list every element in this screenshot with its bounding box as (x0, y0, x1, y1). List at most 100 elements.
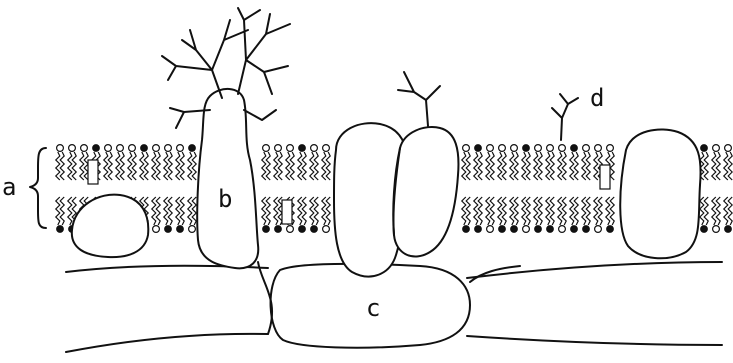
lipid-tail-outer (132, 152, 136, 180)
lipid-head-inner (275, 226, 282, 233)
lipid-head-outer (189, 145, 196, 152)
lipid-tail-outer (712, 152, 716, 180)
lipid-tail-outer (298, 152, 302, 180)
lipid-tail-inner (514, 197, 518, 225)
label-c: c (366, 294, 380, 322)
lipid-tail-outer (278, 152, 282, 180)
lipid-tail-inner (156, 197, 160, 225)
lipid-head-inner (57, 226, 64, 233)
lipid-head-outer (713, 145, 720, 152)
lipid-head-outer (165, 145, 172, 152)
lipid-tail-inner (522, 197, 526, 225)
lipid-tail-outer (522, 152, 526, 180)
lipid-head-outer (117, 145, 124, 152)
lipid-tail-inner (546, 197, 550, 225)
lipid-tail-outer (538, 152, 542, 180)
lipid-tail-outer (56, 152, 60, 180)
lipid-tail-inner (68, 197, 72, 225)
lipid-head-inner (263, 226, 270, 233)
lipid-tail-inner (498, 197, 502, 225)
lipid-tail-inner (60, 197, 64, 225)
lipid-tail-outer (498, 152, 502, 180)
lipid-tail-outer (120, 152, 124, 180)
lipid-tail-inner (712, 197, 716, 225)
label-d: d (590, 84, 604, 112)
lipid-tail-inner (582, 197, 586, 225)
lipid-head-outer (487, 145, 494, 152)
lipid-head-outer (583, 145, 590, 152)
lipid-tail-inner (610, 197, 614, 225)
lipid-tail-outer (514, 152, 518, 180)
lipid-head-outer (607, 145, 614, 152)
lipid-tail-outer (502, 152, 506, 180)
lipid-tail-inner (490, 197, 494, 225)
lipid-tail-outer (322, 152, 326, 180)
label-a: a (2, 173, 16, 201)
lipid-tail-inner (188, 197, 192, 225)
lipid-tail-outer (144, 152, 148, 180)
lipid-tail-inner (314, 197, 318, 225)
lipid-tail-outer (534, 152, 538, 180)
lipid-head-inner (701, 226, 708, 233)
lipid-tail-outer (478, 152, 482, 180)
lipid-tail-outer (274, 152, 278, 180)
lipid-tail-outer (474, 152, 478, 180)
lipid-head-inner (311, 226, 318, 233)
lipid-head-inner (535, 226, 542, 233)
lipid-tail-outer (152, 152, 156, 180)
lipid-tail-outer (570, 152, 574, 180)
lipid-tail-inner (510, 197, 514, 225)
lipid-tail-outer (550, 152, 554, 180)
lipid-head-outer (81, 145, 88, 152)
lipid-head-inner (547, 226, 554, 233)
bracket-a (30, 148, 46, 228)
lipid-tail-outer (286, 152, 290, 180)
integral-protein-right (620, 129, 700, 258)
lipid-head-outer (275, 145, 282, 152)
lipid-tail-inner (534, 197, 538, 225)
lipid-tail-outer (156, 152, 160, 180)
lipid-tail-outer (716, 152, 720, 180)
cholesterol-molecule (600, 165, 610, 189)
lipid-tail-outer (302, 152, 306, 180)
lipid-head-outer (499, 145, 506, 152)
lipid-tail-outer (72, 152, 76, 180)
lipid-tail-inner (176, 197, 180, 225)
lipid-tail-inner (302, 197, 306, 225)
lipid-head-inner (571, 226, 578, 233)
lipid-head-outer (105, 145, 112, 152)
lipid-head-outer (463, 145, 470, 152)
lipid-tail-inner (298, 197, 302, 225)
lipid-head-outer (475, 145, 482, 152)
lipid-tail-inner (526, 197, 530, 225)
lipid-tail-outer (490, 152, 494, 180)
lipid-head-outer (57, 145, 64, 152)
lipid-head-inner (607, 226, 614, 233)
lipid-tail-inner (486, 197, 490, 225)
lipid-head-outer (595, 145, 602, 152)
lipid-tail-inner (606, 197, 610, 225)
lipid-tail-outer (80, 152, 84, 180)
lipid-head-outer (559, 145, 566, 152)
lipid-head-inner (323, 226, 330, 233)
lipid-head-inner (287, 226, 294, 233)
lipid-head-outer (141, 145, 148, 152)
lipid-tail-inner (570, 197, 574, 225)
lipid-tail-inner (594, 197, 598, 225)
lipid-head-inner (595, 226, 602, 233)
lipid-tail-inner (538, 197, 542, 225)
lipid-head-inner (463, 226, 470, 233)
lipid-head-outer (571, 145, 578, 152)
lipid-tail-outer (164, 152, 168, 180)
lipid-tail-outer (610, 152, 614, 180)
lipid-tail-inner (550, 197, 554, 225)
lipid-tail-outer (526, 152, 530, 180)
lipid-tail-outer (140, 152, 144, 180)
lipid-head-outer (299, 145, 306, 152)
lipid-head-outer (523, 145, 530, 152)
lipid-tail-inner (728, 197, 732, 225)
lipid-tail-outer (586, 152, 590, 180)
lipid-tail-outer (466, 152, 470, 180)
